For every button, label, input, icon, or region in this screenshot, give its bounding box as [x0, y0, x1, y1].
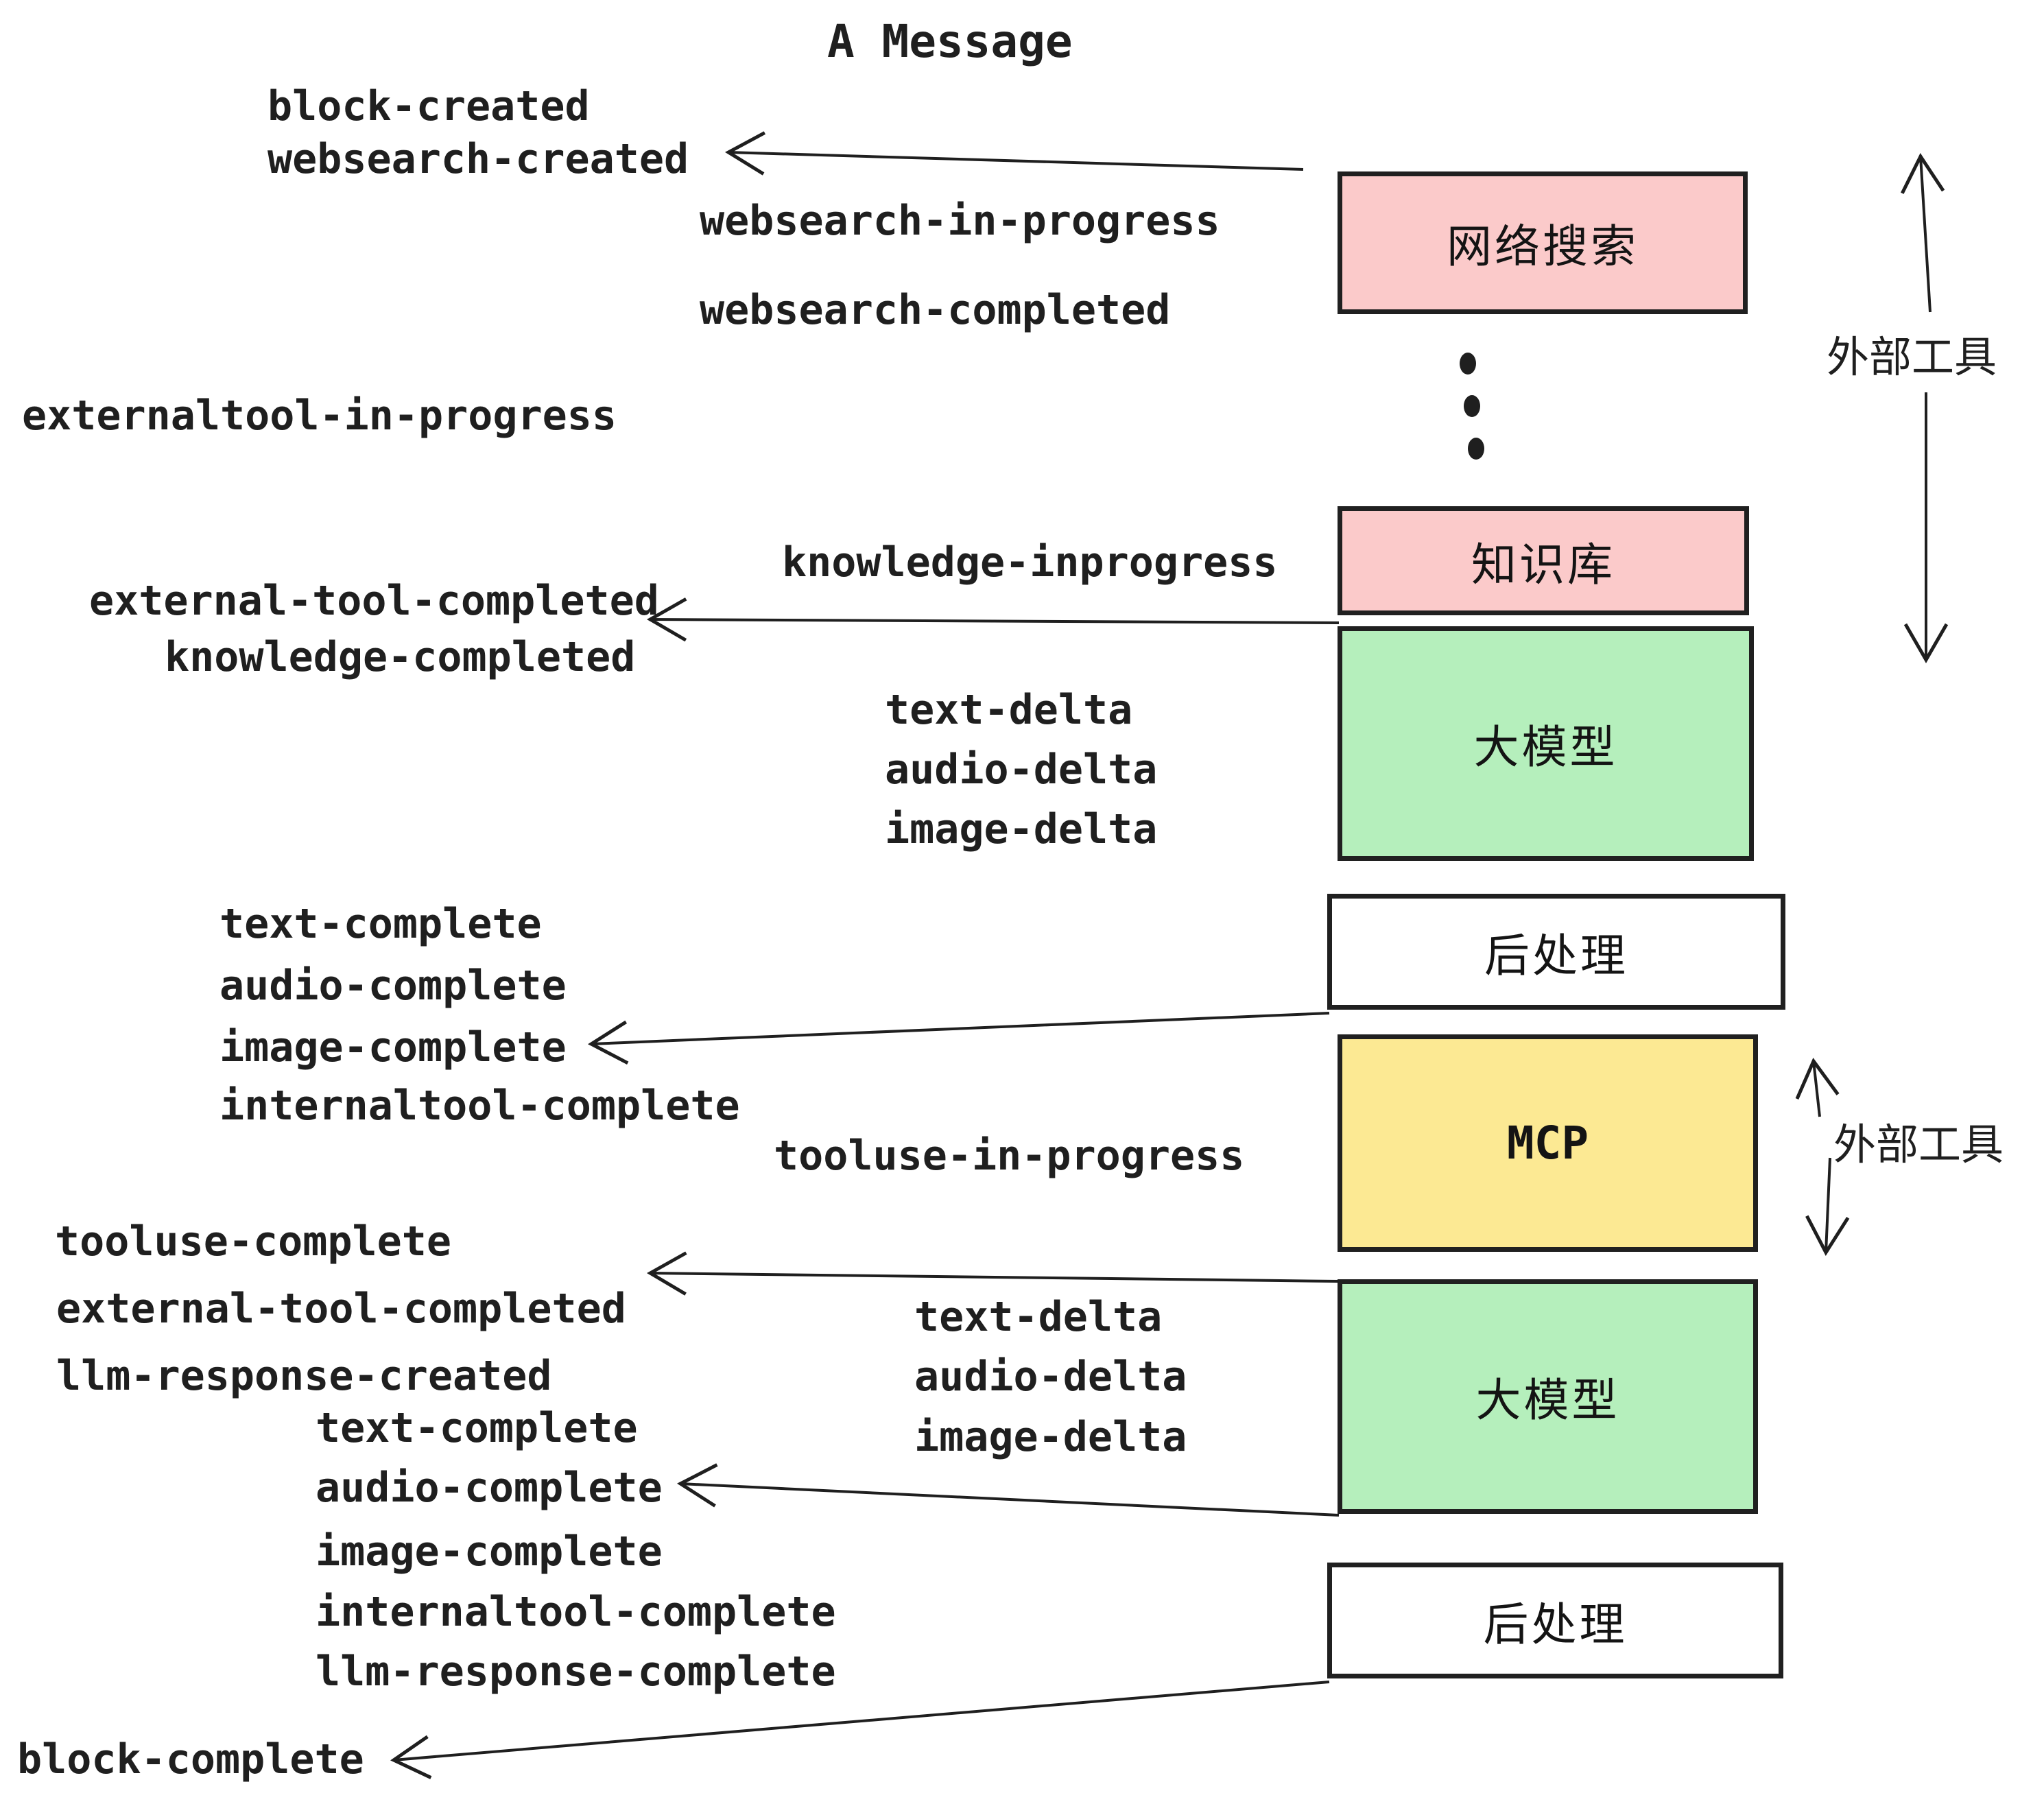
box-knowledge-label: 知识库	[1471, 538, 1615, 591]
box-llm-2: 大模型	[1338, 1279, 1758, 1514]
event-label-external-tool-completed-1: external-tool-completed	[89, 577, 659, 625]
event-label-block-complete: block-complete	[17, 1735, 364, 1783]
box-postprocess-1: 后处理	[1327, 894, 1785, 1010]
event-label-image-complete-2: image-complete	[316, 1528, 663, 1576]
arrow-knowledge-completed	[646, 597, 1340, 642]
event-label-image-complete-1: image-complete	[219, 1023, 567, 1071]
box-postprocess-2: 后处理	[1327, 1563, 1783, 1678]
external-tools-annotation-top: 外部工具	[1827, 332, 1997, 382]
box-knowledge: 知识库	[1338, 506, 1749, 615]
event-label-text-delta-2: text-delta	[914, 1293, 1163, 1341]
event-label-image-delta-1: image-delta	[885, 805, 1158, 853]
arrow-websearch-created	[724, 131, 1304, 176]
arrow-tooluse-complete	[646, 1251, 1340, 1296]
event-label-tooluse-complete: tooluse-complete	[55, 1218, 451, 1266]
event-label-audio-delta-2: audio-delta	[914, 1353, 1187, 1401]
external-tools-bottom-down-arrow	[1805, 1157, 1850, 1256]
event-label-audio-complete-1: audio-complete	[219, 962, 567, 1010]
event-label-block-created: block-created	[268, 82, 590, 130]
box-postprocess-1-label: 后处理	[1484, 929, 1628, 982]
box-websearch-label: 网络搜索	[1447, 220, 1639, 273]
box-mcp-label: MCP	[1506, 1117, 1589, 1170]
vertical-ellipsis-icon	[1460, 353, 1484, 460]
event-label-tooluse-in-progress: tooluse-in-progress	[774, 1132, 1245, 1180]
box-mcp: MCP	[1338, 1034, 1758, 1252]
box-llm-1-label: 大模型	[1473, 721, 1618, 774]
event-label-knowledge-completed: knowledge-completed	[165, 633, 636, 681]
event-label-text-delta-1: text-delta	[885, 686, 1133, 734]
arrow-audio-complete	[677, 1463, 1340, 1517]
event-label-websearch-completed: websearch-completed	[700, 286, 1171, 334]
box-postprocess-2-label: 后处理	[1483, 1598, 1628, 1651]
box-websearch: 网络搜索	[1338, 171, 1748, 314]
diagram-title: A Message	[827, 15, 1073, 68]
event-label-audio-complete-2: audio-complete	[316, 1464, 663, 1512]
external-tools-annotation-bottom: 外部工具	[1833, 1119, 2004, 1170]
event-label-internaltool-complete-2: internaltool-complete	[316, 1588, 836, 1636]
event-label-knowledge-inprogress: knowledge-inprogress	[782, 538, 1278, 586]
external-tools-bottom-up-arrow	[1795, 1058, 1840, 1117]
event-label-external-tool-completed-2: external-tool-completed	[56, 1285, 626, 1333]
event-label-audio-delta-1: audio-delta	[885, 746, 1158, 794]
event-label-websearch-in-progress: websearch-in-progress	[700, 197, 1220, 245]
arrow-image-complete	[588, 1012, 1330, 1065]
event-label-llm-response-complete: llm-response-complete	[316, 1648, 836, 1696]
event-label-internaltool-complete-1: internaltool-complete	[219, 1082, 740, 1130]
event-label-image-delta-2: image-delta	[914, 1413, 1187, 1461]
event-label-websearch-created: websearch-created	[268, 135, 689, 183]
external-tools-top-up-arrow	[1901, 153, 1945, 313]
event-label-text-complete-2: text-complete	[316, 1404, 638, 1452]
event-label-externaltool-in-progress: externaltool-in-progress	[22, 392, 617, 440]
box-llm-2-label: 大模型	[1475, 1374, 1620, 1427]
event-label-llm-response-created: llm-response-created	[56, 1352, 552, 1400]
box-llm-1: 大模型	[1338, 626, 1754, 861]
event-label-text-complete-1: text-complete	[219, 900, 542, 948]
